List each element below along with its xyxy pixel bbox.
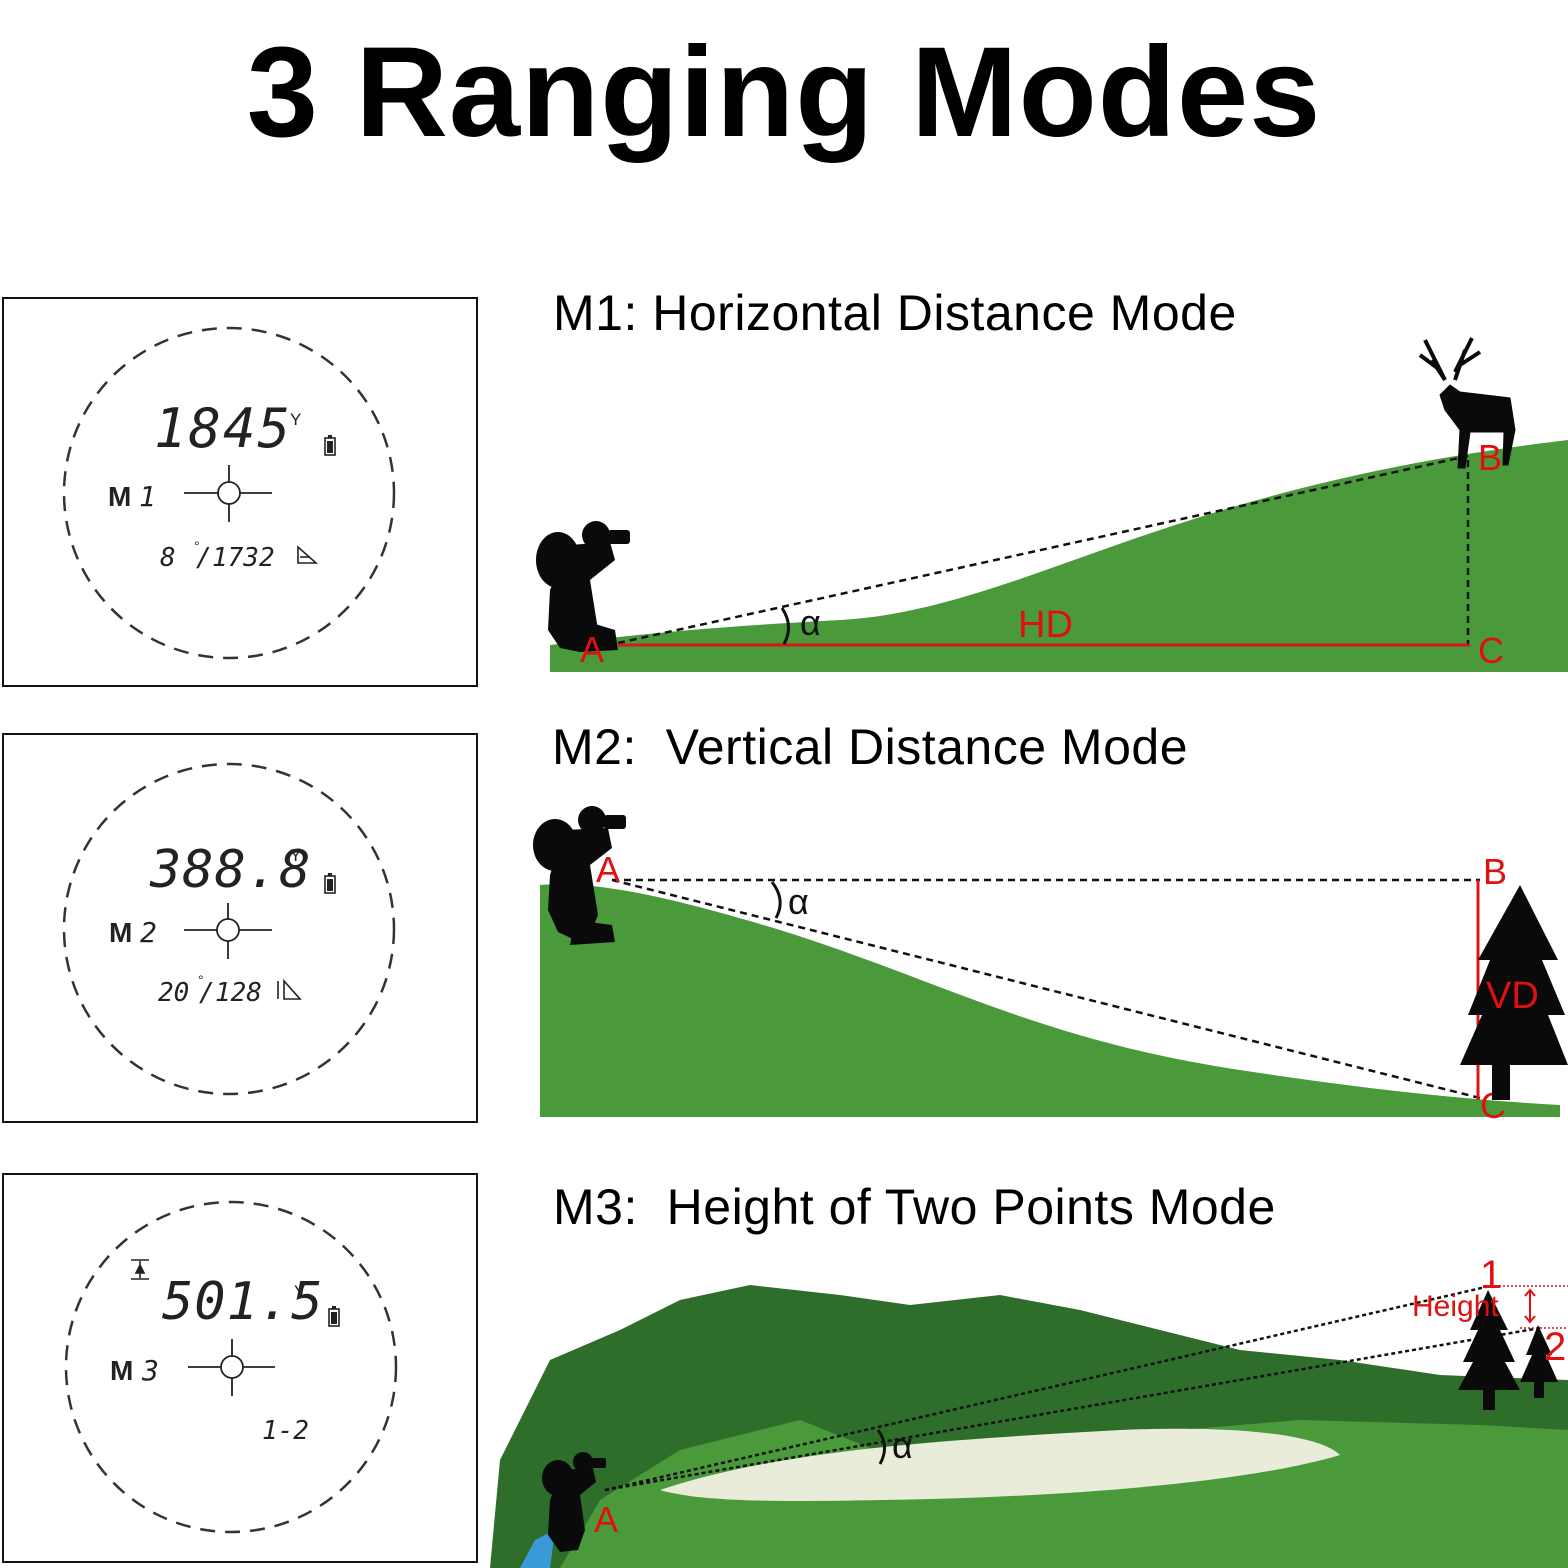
- mode-heading-m1: M1: Horizontal Distance Mode: [553, 284, 1237, 342]
- measure-label: VD: [1486, 975, 1539, 1017]
- degree-symbol: °: [198, 972, 204, 988]
- deer-icon: [1418, 337, 1516, 469]
- battery-icon: [324, 435, 336, 456]
- crosshair-icon: [188, 1339, 275, 1396]
- mode-code: M1:: [553, 285, 638, 341]
- mode-heading-m3: M3: Height of Two Points Mode: [553, 1178, 1276, 1236]
- pine-tree-icon: [1460, 885, 1568, 1100]
- display-reading: 501.5: [162, 1272, 324, 1332]
- degree-symbol: °: [194, 538, 200, 554]
- pine-trees-icon: [1458, 1290, 1558, 1410]
- angle-arc: [876, 1429, 886, 1465]
- point-2-label: 2: [1544, 1325, 1566, 1369]
- height-icon: [131, 1259, 149, 1280]
- point-a-label: A: [596, 849, 620, 890]
- angle-label: α: [788, 881, 809, 922]
- display-distance: 1732: [212, 543, 275, 573]
- crosshair-icon: [184, 903, 272, 959]
- vertical-triangle-icon: [277, 978, 302, 1000]
- display-points: 1-2: [262, 1416, 309, 1446]
- display-angle: 20: [158, 978, 189, 1008]
- water: [520, 1530, 555, 1568]
- display-mode-label: M: [108, 481, 131, 512]
- mode-heading-m2: M2: Vertical Distance Mode: [552, 718, 1188, 776]
- mode-name: Vertical Distance Mode: [665, 719, 1189, 775]
- display-separator: /: [196, 543, 212, 573]
- diagram-m2: α A B C VD: [533, 806, 1568, 1120]
- mode-name: Height of Two Points Mode: [666, 1179, 1276, 1235]
- display-unit: Y: [290, 410, 301, 429]
- angle-arc: [780, 607, 790, 645]
- mode-name: Horizontal Distance Mode: [652, 285, 1237, 341]
- viewfinder-ring: [64, 1200, 398, 1534]
- crosshair-icon: [184, 465, 272, 522]
- diagram-m1: α HD A B C: [536, 337, 1568, 672]
- double-arrow-icon: [1524, 1288, 1536, 1324]
- hiker-binoculars-icon: [542, 1452, 606, 1552]
- battery-icon: [324, 873, 336, 894]
- display-distance: 128: [215, 978, 262, 1008]
- measure-label: Height: [1412, 1290, 1499, 1323]
- grass-hill: [540, 884, 1560, 1117]
- horizontal-triangle-icon: [297, 545, 319, 564]
- viewfinder-ring: [62, 762, 396, 1096]
- battery-icon: [328, 1306, 340, 1327]
- point-b-label: B: [1478, 437, 1502, 478]
- page-title: 3 Ranging Modes: [246, 21, 1322, 164]
- line-of-sight: [617, 454, 1469, 645]
- display-mode-label: M: [109, 917, 132, 948]
- point-c-label: C: [1478, 630, 1504, 671]
- point-1-label: 1: [1480, 1253, 1502, 1297]
- point-b-label: B: [1483, 851, 1507, 892]
- mode-code: M3:: [553, 1179, 638, 1235]
- hiker-binoculars-icon: [533, 806, 626, 945]
- display-mode-digit: 3: [141, 1354, 159, 1387]
- grass-hill: [550, 440, 1568, 672]
- hiker-binoculars-icon: [536, 521, 630, 652]
- line-of-sight: [611, 878, 1481, 1100]
- display-reading: 388.8: [149, 840, 312, 900]
- angle-label: α: [800, 602, 821, 643]
- sand-area: [660, 1428, 1340, 1501]
- display-mode-digit: 1: [139, 480, 156, 513]
- display-panel-m2: 388.8 Y M 2 20 ° / 128: [2, 733, 478, 1123]
- angle-arc: [770, 881, 782, 919]
- display-unit: Y: [290, 846, 301, 865]
- display-angle: 8: [160, 543, 176, 573]
- point-a-label: A: [594, 1499, 618, 1540]
- display-unit: Y: [294, 1282, 305, 1301]
- display-separator: /: [199, 978, 215, 1008]
- point-a-label: A: [580, 629, 604, 670]
- display-mode-digit: 2: [140, 916, 157, 949]
- display-panel-m1: 1845 Y M 1 8 ° / 1732: [2, 297, 478, 687]
- mode-code: M2:: [552, 719, 637, 775]
- angle-label: α: [892, 1425, 913, 1466]
- measure-label: HD: [1018, 604, 1073, 646]
- display-mode-label: M: [110, 1355, 133, 1386]
- display-panel-m3: 501.5 Y M 3 1-2: [2, 1173, 478, 1563]
- diagram-m3: α A 1 2 Height: [490, 1253, 1568, 1568]
- viewfinder-ring: [62, 326, 396, 660]
- display-reading: 1845: [154, 397, 292, 460]
- line-of-sight-1: [604, 1284, 1491, 1492]
